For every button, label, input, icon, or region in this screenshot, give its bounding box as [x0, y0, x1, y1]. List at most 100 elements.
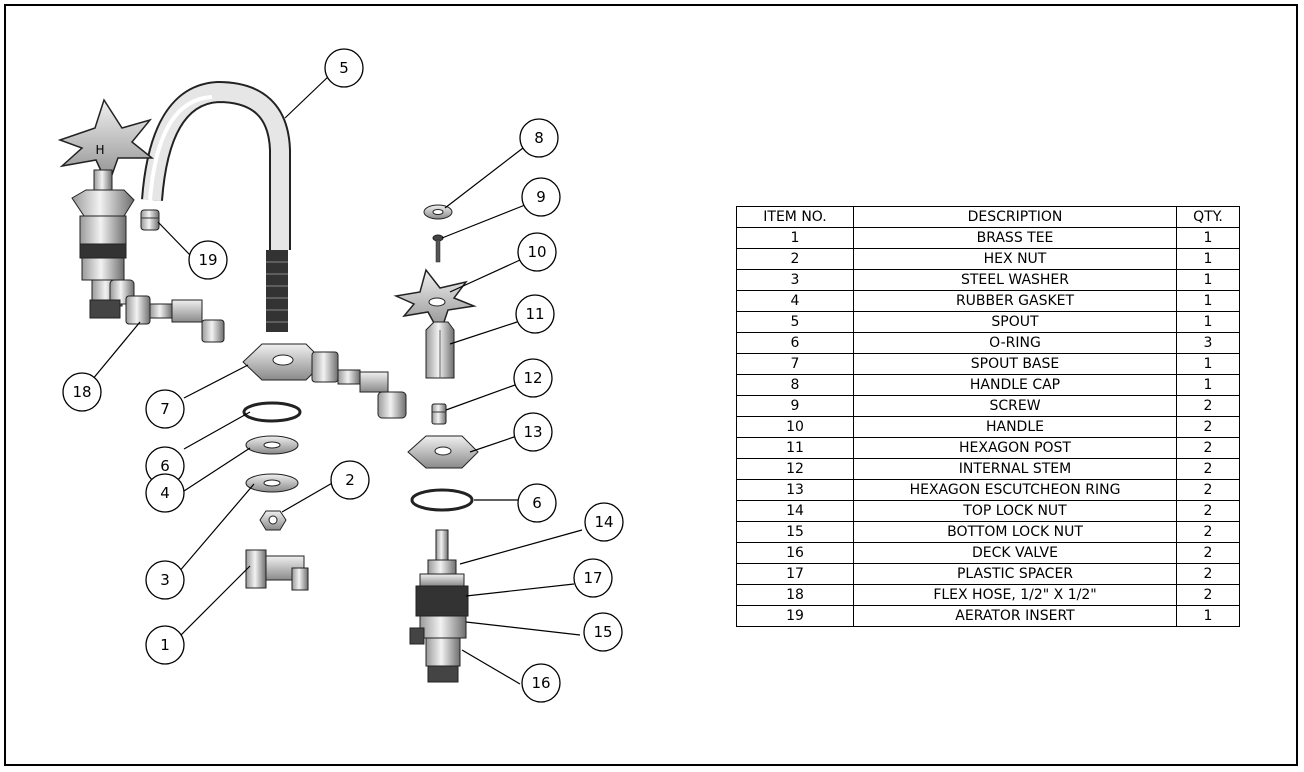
balloon: 5 — [324, 48, 364, 88]
cell-description: SPOUT BASE — [853, 353, 1177, 375]
balloon: 13 — [513, 412, 553, 452]
cell-qty: 2 — [1176, 479, 1240, 501]
cell-qty: 2 — [1176, 416, 1240, 438]
balloon: 18 — [62, 372, 102, 412]
cell-description: AERATOR INSERT — [853, 605, 1177, 627]
balloon-label: 12 — [523, 369, 542, 387]
cell-item-no: 18 — [736, 584, 854, 606]
cell-qty: 2 — [1176, 563, 1240, 585]
balloon: 19 — [188, 240, 228, 280]
balloon-circle — [517, 232, 557, 272]
cell-item-no: 12 — [736, 458, 854, 480]
cell-description: SCREW — [853, 395, 1177, 417]
cell-description: HEXAGON ESCUTCHEON RING — [853, 479, 1177, 501]
cell-description: RUBBER GASKET — [853, 290, 1177, 312]
hexagon-post-part — [425, 321, 455, 379]
balloon-label: 6 — [532, 494, 542, 512]
balloon-circle — [584, 502, 624, 542]
deck-valve-assembly — [409, 529, 469, 683]
balloon-label: 16 — [531, 674, 550, 692]
cell-description: DECK VALVE — [853, 542, 1177, 564]
cell-qty: 2 — [1176, 542, 1240, 564]
cell-description: STEEL WASHER — [853, 269, 1177, 291]
cell-qty: 1 — [1176, 605, 1240, 627]
cell-item-no: 15 — [736, 521, 854, 543]
balloon-circle — [324, 48, 364, 88]
balloon-circle — [573, 558, 613, 598]
balloon-label: 19 — [198, 251, 217, 269]
flex-hose-left-part — [125, 295, 225, 343]
cell-item-no: 8 — [736, 374, 854, 396]
cell-item-no: 9 — [736, 395, 854, 417]
cell-item-no: 2 — [736, 248, 854, 270]
rubber-gasket-part — [245, 435, 299, 455]
cell-item-no: 19 — [736, 605, 854, 627]
balloon-circle — [519, 118, 559, 158]
balloon: 6 — [517, 483, 557, 523]
balloon-label: 9 — [536, 188, 546, 206]
balloon: 14 — [584, 502, 624, 542]
brass-tee-part — [245, 549, 309, 591]
balloon-label: 13 — [523, 423, 542, 441]
balloon-label: 18 — [72, 383, 91, 401]
aerator-insert-part — [140, 209, 160, 231]
balloon-label: 5 — [339, 59, 349, 77]
cell-item-no: 1 — [736, 227, 854, 249]
cell-item-no: 5 — [736, 311, 854, 333]
flex-hose-right-part — [311, 351, 407, 419]
cell-description: HANDLE — [853, 416, 1177, 438]
cell-description: O-RING — [853, 332, 1177, 354]
header-qty: QTY. — [1176, 206, 1240, 228]
cell-description: SPOUT — [853, 311, 1177, 333]
cell-qty: 2 — [1176, 395, 1240, 417]
drawing-frame — [4, 4, 1298, 766]
internal-stem-part — [431, 403, 447, 425]
cell-description: BOTTOM LOCK NUT — [853, 521, 1177, 543]
bom-header-row: ITEM NO. DESCRIPTION QTY. — [736, 206, 1240, 228]
balloon-circle — [517, 483, 557, 523]
cell-qty: 2 — [1176, 500, 1240, 522]
leader-lines — [91, 74, 583, 685]
balloon: 1 — [145, 625, 185, 665]
balloon-circle — [330, 460, 370, 500]
balloon-label: 8 — [534, 129, 544, 147]
balloon: 9 — [521, 177, 561, 217]
balloon-circle — [521, 663, 561, 703]
balloon: 11 — [515, 294, 555, 334]
balloon-circle — [145, 560, 185, 600]
cell-description: TOP LOCK NUT — [853, 500, 1177, 522]
left-handle-valve-assembly: H — [57, 98, 155, 319]
balloon: 16 — [521, 663, 561, 703]
balloon: 8 — [519, 118, 559, 158]
balloon: 2 — [330, 460, 370, 500]
cell-qty: 1 — [1176, 248, 1240, 270]
cell-qty: 1 — [1176, 311, 1240, 333]
steel-washer-part — [245, 473, 299, 493]
hex-nut-part — [259, 510, 287, 531]
balloon-circle — [145, 625, 185, 665]
balloon-circle — [583, 612, 623, 652]
balloon-label: 10 — [527, 243, 546, 261]
cell-description: HANDLE CAP — [853, 374, 1177, 396]
cell-description: HEX NUT — [853, 248, 1177, 270]
cell-qty: 1 — [1176, 374, 1240, 396]
cell-item-no: 11 — [736, 437, 854, 459]
header-item-no: ITEM NO. — [736, 206, 854, 228]
cell-description: HEXAGON POST — [853, 437, 1177, 459]
cell-description: INTERNAL STEM — [853, 458, 1177, 480]
balloon-label: 4 — [160, 484, 170, 502]
cell-qty: 1 — [1176, 227, 1240, 249]
